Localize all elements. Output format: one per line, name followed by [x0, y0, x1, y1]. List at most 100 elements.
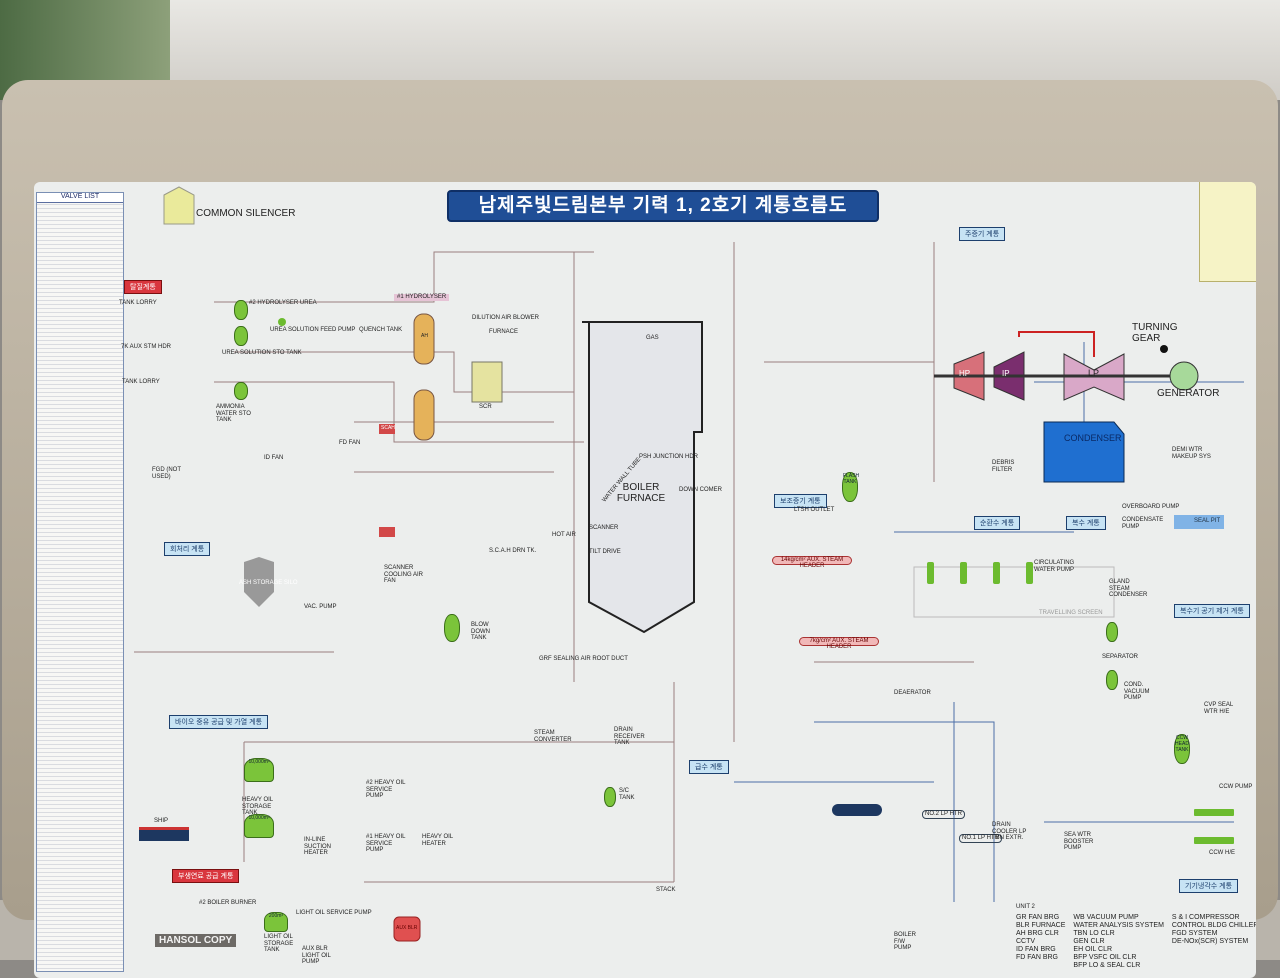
- ash-silo: [244, 557, 274, 607]
- box-brand: HANSOL COPY: [155, 934, 237, 947]
- heavy-oil-tank-label: HEAVY OIL STORAGE TANK: [242, 797, 273, 817]
- whiteboard-frame: VALVE LIST 남제주빛드림본부 기력 1, 2호기 계통흐름도 COMM…: [2, 80, 1278, 978]
- light-oil-tank: 200m³: [264, 912, 288, 932]
- aux-blr-label: AUX BLR: [396, 925, 418, 931]
- ccw-item: BLR FURNACE: [1016, 922, 1066, 929]
- debris-label: DEBRIS FILTER: [992, 460, 1015, 473]
- ammonia-tank: [234, 382, 248, 400]
- sea-booster-label: SEA WTR BOOSTER PUMP: [1064, 832, 1094, 852]
- ccw-he-label: CCW H/E: [1209, 850, 1235, 856]
- scanner-fan-label: SCANNER COOLING AIR FAN: [384, 565, 424, 585]
- tank-lorry-label-2: TANK LORRY: [122, 379, 160, 385]
- circ-pump-d: [1026, 562, 1033, 584]
- condensate-pump-label: CONDENSATE PUMP: [1122, 517, 1164, 530]
- valve-list-title: VALVE LIST: [37, 193, 123, 203]
- gas-label: GAS: [646, 335, 659, 341]
- condenser-label: CONDENSER: [1064, 433, 1122, 443]
- tank-lorry-label: TANK LORRY: [119, 300, 157, 306]
- scah-drn-label: S.C.A.H DRN TK.: [489, 548, 537, 554]
- ltsh-label: LTSH OUTLET: [794, 507, 835, 513]
- demi-label: DEMI WTR MAKEUP SYS: [1172, 447, 1211, 460]
- boiler-furnace-label: BOILER FURNACE: [616, 482, 666, 504]
- sc-tank: [604, 787, 616, 807]
- drain-cooler-label: DRAIN COOLER LP TBN EXTR.: [992, 822, 1027, 842]
- aux-boiler: [393, 916, 421, 942]
- section-aux-steam: 보조증기 계통: [774, 494, 827, 508]
- blow-down-tank: [444, 614, 460, 642]
- ccw-item: CONTROL BLDG CHILLER: [1171, 922, 1256, 929]
- section-heavy-oil: 바이오 중유 공급 및 가열 계통: [169, 715, 269, 729]
- cvp-seal-label: CVP SEAL WTR H/E: [1204, 702, 1234, 715]
- ccw-item: BFP VSFC OIL CLR: [1073, 954, 1137, 961]
- gland-cond-label: GLAND STEAM CONDENSER: [1109, 579, 1148, 599]
- ah-label: AH: [421, 333, 428, 339]
- urea-tank-label: UREA SOLUTION STO TANK: [222, 350, 302, 356]
- ccw-item: GEN CLR: [1073, 938, 1105, 945]
- ccw-item: WB VACUUM PUMP: [1073, 914, 1139, 921]
- ho-pump2-label: #2 HEAVY OIL SERVICE PUMP: [366, 780, 406, 800]
- aux-stm-hdr-label: 7K AUX STM HDR: [121, 344, 172, 350]
- flow-diagram-board: VALVE LIST 남제주빛드림본부 기력 1, 2호기 계통흐름도 COMM…: [34, 182, 1256, 978]
- fgd-label: FGD (NOT USED): [152, 467, 181, 480]
- section-ccw: 기기냉각수 계통: [1179, 879, 1239, 893]
- section-cond-air-removal: 복수기 공기 제거 계통: [1174, 604, 1250, 618]
- ccw-item: TBN LO CLR: [1073, 930, 1115, 937]
- ip-label: IP: [1002, 369, 1010, 378]
- fd-fan-label: FD FAN: [339, 440, 361, 446]
- ship-label: SHIP: [154, 818, 169, 824]
- aux-steam-header-7: 7kg/cm² AUX. STEAM HEADER: [799, 637, 879, 650]
- tank-capacity-1: 10,000m³: [248, 759, 270, 765]
- ccw-list-b: WB VACUUM PUMP WATER ANALYSIS SYSTEM TBN…: [1073, 914, 1164, 970]
- hot-air-label: HOT AIR: [552, 532, 576, 538]
- separator-a: [1106, 670, 1118, 690]
- generator-shape: [1169, 361, 1199, 391]
- section-denox: 탈질계통: [124, 280, 162, 294]
- ccw-he-b: [1194, 809, 1234, 816]
- flash-tank-label: FLASH TANK: [843, 473, 860, 485]
- separator-label: SEPARATOR: [1102, 654, 1139, 660]
- condenser-shape: [1043, 421, 1125, 483]
- urea-pump: [278, 318, 286, 326]
- section-ash: 회처리 계통: [164, 542, 211, 556]
- boiler-outline: [582, 321, 703, 634]
- psh-junction-label: PSH JUNCTION HDR: [639, 454, 699, 460]
- ccw-item: FGD SYSTEM: [1171, 930, 1218, 937]
- ccw-pump-label: CCW PUMP: [1219, 784, 1253, 790]
- ccw-item: EH OIL CLR: [1073, 946, 1113, 953]
- heavy-oil-tank-1: 10,000m³: [244, 758, 274, 782]
- section-byproduct-fuel: 부생연료 공급 계통: [172, 869, 240, 883]
- lo-capacity: 200m³: [268, 913, 284, 919]
- common-silencer-label: COMMON SILENCER: [196, 208, 296, 219]
- overboard-label: OVERBOARD PUMP: [1122, 504, 1180, 510]
- ccw-item: ID FAN BRG: [1016, 946, 1056, 953]
- quench-label: QUENCH TANK: [359, 327, 403, 333]
- ccw-item: CCTV: [1016, 938, 1036, 945]
- diagram-title: 남제주빛드림본부 기력 1, 2호기 계통흐름도: [447, 190, 879, 222]
- furnace-label: FURNACE: [489, 329, 519, 335]
- lo-pump-label: LIGHT OIL SERVICE PUMP: [296, 910, 372, 916]
- seal-pit-label: SEAL PIT: [1194, 518, 1221, 524]
- lp-label: LP: [1088, 368, 1100, 378]
- cond-vac-pump-label: COND. VACUUM PUMP: [1124, 682, 1150, 702]
- ammonia-tank-label: AMMONIA WATER STO TANK: [216, 404, 251, 424]
- steam-converter-label: STEAM CONVERTER: [534, 730, 572, 743]
- hydrolyser-urea-label: #2 HYDROLYSER UREA: [249, 300, 317, 306]
- ccw-list-a: GR FAN BRG BLR FURNACE AH BRG CLR CCTV I…: [1016, 914, 1065, 970]
- inline-heater-label: IN-LINE SUCTION HEATER: [304, 837, 331, 857]
- boiler-burner-label: #2 BOILER BURNER: [199, 900, 257, 906]
- travelling-screen-label: TRAVELLING SCREEN: [1039, 610, 1103, 616]
- drain-receiver-label: DRAIN RECEIVER TANK: [614, 727, 645, 747]
- hydrolyser1-label: #1 HYDROLYSER: [394, 294, 450, 301]
- sc-tank-label: S/C TANK: [619, 788, 635, 801]
- pipe-lines: [134, 186, 1244, 942]
- aux-steam-header-14: 14kg/cm² AUX. STEAM HEADER: [772, 556, 852, 569]
- ho-heater-label: HEAVY OIL HEATER: [422, 834, 453, 847]
- stack-label: STACK: [656, 887, 676, 893]
- light-oil-tank-label: LIGHT OIL STORAGE TANK: [264, 934, 294, 954]
- ash-silo-label: ASH STORAGE SILO: [239, 580, 298, 586]
- tank-capacity-2: 10,000m³: [248, 815, 270, 821]
- hp-label: HP: [959, 369, 971, 378]
- crossover-pipe: [1018, 331, 1095, 357]
- urea-tank: [234, 326, 248, 346]
- ccw-item: FD FAN BRG: [1016, 954, 1059, 961]
